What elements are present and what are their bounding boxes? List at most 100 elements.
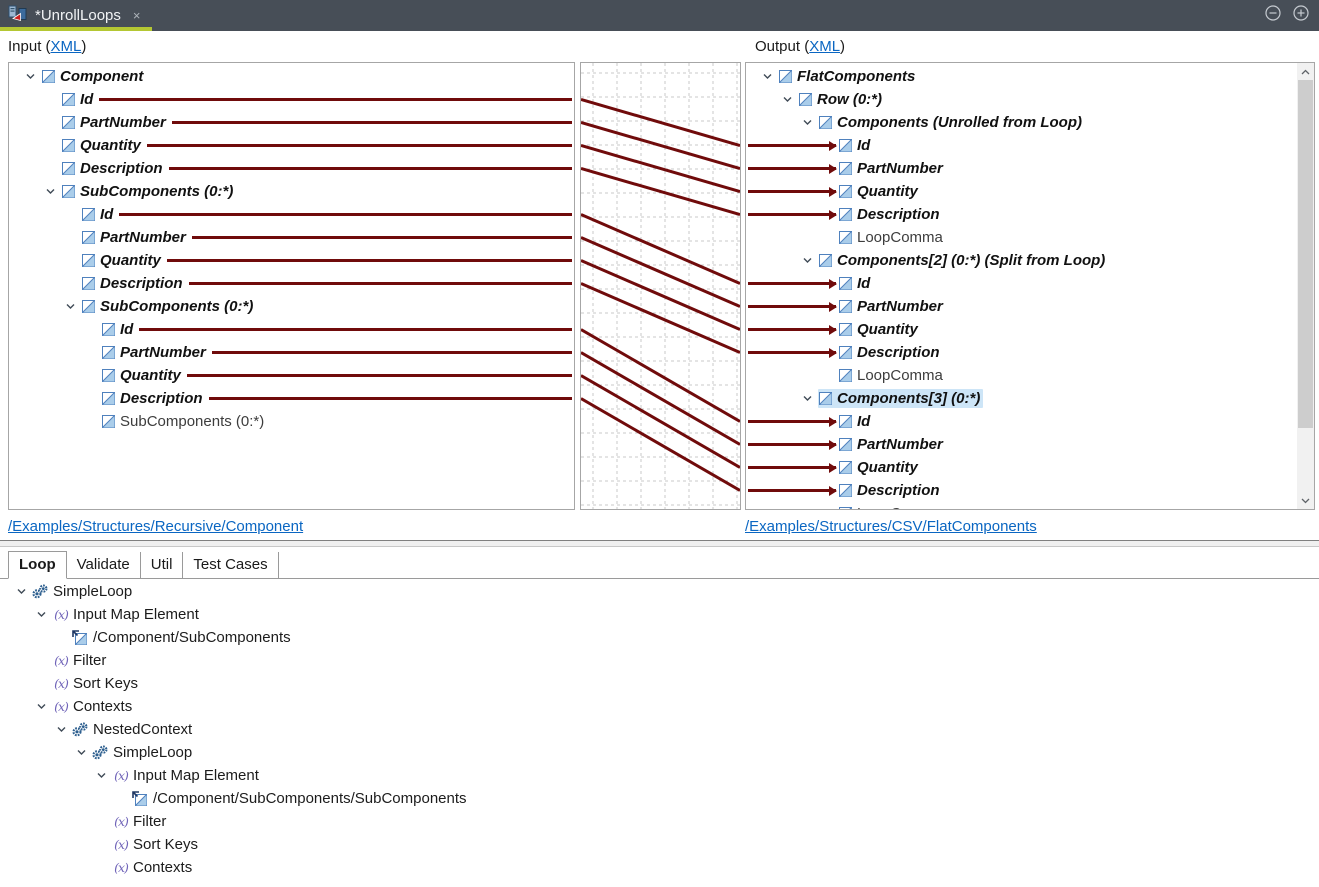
input-structure-link[interactable]: /Examples/Structures/Recursive/Component: [8, 518, 304, 535]
loop-tree-item-simpleloop[interactable]: SimpleLoop: [0, 580, 1319, 603]
chevron-down-icon[interactable]: [54, 723, 68, 737]
input-tree-item-id[interactable]: Id: [9, 203, 574, 226]
node[interactable]: SubComponents (0:*): [101, 412, 267, 431]
output-tree-item-loopcomma[interactable]: LoopComma: [746, 226, 1297, 249]
loop-tree-item-contexts[interactable]: (x)Contexts: [0, 856, 1319, 879]
node[interactable]: Description: [838, 205, 943, 224]
chevron-down-icon[interactable]: [800, 116, 814, 130]
output-tree-item-flatcomponents[interactable]: FlatComponents: [746, 65, 1297, 88]
node[interactable]: PartNumber: [838, 159, 946, 178]
node[interactable]: Quantity: [61, 136, 144, 155]
input-tree-item-partnumber[interactable]: PartNumber: [9, 111, 574, 134]
node[interactable]: Components (Unrolled from Loop): [818, 113, 1085, 132]
input-tree-item-subcomponents-0[interactable]: SubComponents (0:*): [9, 410, 574, 433]
node[interactable]: Component: [41, 67, 146, 86]
loop-tree-item-contexts[interactable]: (x)Contexts: [0, 695, 1319, 718]
output-tree-item-components-2-0-split-from-loop[interactable]: Components[2] (0:*) (Split from Loop): [746, 249, 1297, 272]
node[interactable]: Description: [81, 274, 186, 293]
chevron-down-icon[interactable]: [43, 185, 57, 199]
mapping-connection-line[interactable]: [581, 121, 740, 170]
node[interactable]: LoopComma: [838, 504, 946, 509]
node[interactable]: PartNumber: [81, 228, 189, 247]
loop-tree-item-nestedcontext[interactable]: NestedContext: [0, 718, 1319, 741]
chevron-down-icon[interactable]: [63, 300, 77, 314]
chevron-down-icon[interactable]: [34, 608, 48, 622]
chevron-down-icon[interactable]: [94, 769, 108, 783]
mapping-line[interactable]: [186, 374, 572, 377]
output-tree-item-partnumber[interactable]: PartNumber: [746, 157, 1297, 180]
node[interactable]: LoopComma: [838, 366, 946, 385]
input-tree-item-id[interactable]: Id: [9, 318, 574, 341]
mapping-connection-line[interactable]: [581, 351, 740, 446]
output-structure-link[interactable]: /Examples/Structures/CSV/FlatComponents: [745, 518, 1037, 535]
chevron-down-icon[interactable]: [760, 70, 774, 84]
close-tab-icon[interactable]: ×: [132, 8, 141, 23]
scroll-up-icon[interactable]: [1297, 63, 1314, 80]
node[interactable]: SubComponents (0:*): [81, 297, 256, 316]
input-tree-item-id[interactable]: Id: [9, 88, 574, 111]
input-tree-item-quantity[interactable]: Quantity: [9, 249, 574, 272]
node[interactable]: Id: [81, 205, 116, 224]
mapping-line[interactable]: [171, 121, 572, 124]
mapping-line[interactable]: [99, 98, 572, 101]
mapping-line[interactable]: [188, 282, 572, 285]
loop-tree-item-component-subcomponents-subcomponents[interactable]: /Component/SubComponents/SubComponents: [0, 787, 1319, 810]
output-tree-item-quantity[interactable]: Quantity: [746, 180, 1297, 203]
node[interactable]: Quantity: [838, 182, 921, 201]
mapping-line[interactable]: [191, 236, 572, 239]
mapping-connection-line[interactable]: [581, 259, 740, 331]
output-tree-item-id[interactable]: Id: [746, 410, 1297, 433]
chevron-down-icon[interactable]: [780, 93, 794, 107]
document-tab[interactable]: *UnrollLoops ×: [0, 0, 153, 31]
node[interactable]: Quantity: [81, 251, 164, 270]
output-tree-item-description[interactable]: Description: [746, 479, 1297, 502]
loop-tree-item-simpleloop[interactable]: SimpleLoop: [0, 741, 1319, 764]
chevron-down-icon[interactable]: [800, 254, 814, 268]
input-tree-item-partnumber[interactable]: PartNumber: [9, 226, 574, 249]
input-tree-item-description[interactable]: Description: [9, 387, 574, 410]
input-tree-item-component[interactable]: Component: [9, 65, 574, 88]
output-tree-item-components-unrolled-from-loop[interactable]: Components (Unrolled from Loop): [746, 111, 1297, 134]
zoom-out-icon[interactable]: [1265, 5, 1281, 26]
node[interactable]: FlatComponents: [778, 67, 918, 86]
node[interactable]: Description: [838, 481, 943, 500]
chevron-down-icon[interactable]: [74, 746, 88, 760]
node[interactable]: Id: [838, 136, 873, 155]
input-tree-item-description[interactable]: Description: [9, 272, 574, 295]
node[interactable]: PartNumber: [838, 435, 946, 454]
node[interactable]: Description: [838, 343, 943, 362]
loop-tree-item-component-subcomponents[interactable]: /Component/SubComponents: [0, 626, 1319, 649]
mapping-line[interactable]: [208, 397, 572, 400]
output-tree-item-partnumber[interactable]: PartNumber: [746, 433, 1297, 456]
mapping-connection-line[interactable]: [581, 213, 740, 285]
loop-tree-item-sort-keys[interactable]: (x)Sort Keys: [0, 672, 1319, 695]
tab-util[interactable]: Util: [141, 552, 184, 578]
mapping-connection-line[interactable]: [581, 236, 740, 308]
mapping-line[interactable]: [139, 328, 572, 331]
input-tree-item-quantity[interactable]: Quantity: [9, 134, 574, 157]
output-tree-item-quantity[interactable]: Quantity: [746, 318, 1297, 341]
node[interactable]: Description: [61, 159, 166, 178]
output-tree-item-description[interactable]: Description: [746, 341, 1297, 364]
mapping-line[interactable]: [119, 213, 572, 216]
output-tree-item-loopcomma[interactable]: LoopComma: [746, 364, 1297, 387]
chevron-down-icon[interactable]: [34, 700, 48, 714]
node[interactable]: Id: [838, 274, 873, 293]
node[interactable]: PartNumber: [61, 113, 169, 132]
scroll-down-icon[interactable]: [1297, 492, 1314, 509]
mapping-line[interactable]: [211, 351, 572, 354]
output-tree-item-components-3-0[interactable]: Components[3] (0:*): [746, 387, 1297, 410]
node[interactable]: Quantity: [101, 366, 184, 385]
output-scrollbar[interactable]: [1297, 63, 1314, 509]
input-tree-item-description[interactable]: Description: [9, 157, 574, 180]
loop-tree-item-filter[interactable]: (x)Filter: [0, 649, 1319, 672]
mapping-connection-line[interactable]: [581, 144, 740, 193]
loop-tree-item-sort-keys[interactable]: (x)Sort Keys: [0, 833, 1319, 856]
node[interactable]: Quantity: [838, 458, 921, 477]
mapping-line[interactable]: [168, 167, 572, 170]
mapping-connection-line[interactable]: [581, 167, 740, 216]
chevron-down-icon[interactable]: [14, 585, 28, 599]
node[interactable]: LoopComma: [838, 228, 946, 247]
node[interactable]: Id: [61, 90, 96, 109]
chevron-down-icon[interactable]: [800, 392, 814, 406]
